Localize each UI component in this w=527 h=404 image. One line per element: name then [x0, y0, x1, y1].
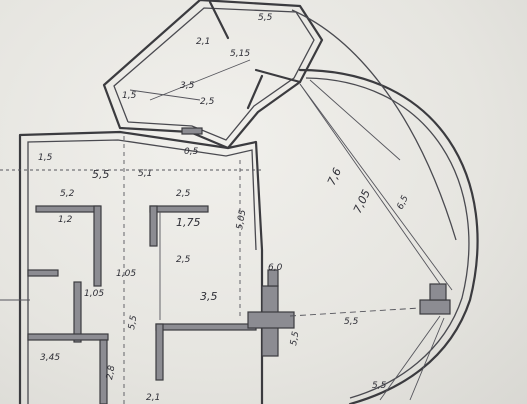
wall-main-block	[18, 130, 264, 404]
wall-main-block-inner	[27, 139, 257, 404]
label-center-e: 3,5	[200, 290, 218, 303]
partition-center-bottom	[155, 323, 257, 331]
partition-upper-2	[254, 68, 302, 84]
wall-upper-wing	[102, 0, 324, 150]
label-left-b: 1,2	[58, 215, 73, 225]
label-bottom-c: 5,5	[127, 314, 139, 330]
label-right-d: 5,05	[235, 209, 248, 231]
label-center-f: 1,05	[116, 269, 136, 279]
dim-radial-5	[409, 317, 445, 401]
label-top-room-d: 3,5	[180, 81, 195, 91]
label-bottom-e: 2,8	[105, 364, 117, 380]
dim-radial-4	[379, 315, 441, 401]
column-top	[267, 269, 279, 287]
partition-center-left	[149, 205, 158, 247]
wall-curved-room	[298, 68, 479, 404]
partition-left-3	[99, 339, 108, 404]
wall-upper-wing-inner	[113, 7, 315, 141]
label-misc-d: 5,5	[289, 330, 301, 346]
column-right	[419, 299, 451, 315]
label-right-b: 7,05	[351, 188, 373, 216]
dim-upper-b	[149, 59, 251, 101]
partition-center-lower	[155, 323, 164, 381]
partition-upper-3	[246, 74, 264, 110]
label-top-room-f: 1,5	[122, 91, 137, 101]
door-upper	[181, 127, 203, 135]
label-bottom-b: 5,5	[372, 381, 387, 391]
label-misc-b: 1,05	[84, 289, 104, 299]
label-right-c: 6,5	[396, 194, 411, 211]
partition-left-bottom	[27, 333, 109, 341]
wall-curved-room-inner	[305, 77, 470, 399]
column-cross-h	[247, 311, 295, 329]
label-misc-a: 0,5	[184, 147, 199, 157]
label-top-room-b: 5,5	[258, 13, 273, 23]
label-left-top: 5,5	[92, 168, 110, 181]
partition-center-top	[149, 205, 209, 213]
partition-left-mid	[27, 269, 59, 277]
partition-left-2	[73, 281, 82, 343]
label-right-a: 7,6	[325, 166, 344, 187]
label-center-c: 1,75	[176, 216, 201, 229]
partition-upper-1	[208, 0, 230, 40]
label-center-d: 2,5	[176, 255, 191, 265]
label-bottom-d: 3,45	[40, 353, 60, 363]
label-top-room-c: 5,15	[230, 49, 250, 59]
dim-radial-3	[309, 79, 401, 161]
label-center-a: 2,5	[176, 189, 191, 199]
column-right-top	[429, 283, 447, 301]
dim-upper-a	[129, 89, 201, 101]
label-right-e: 5,5	[344, 317, 359, 327]
label-bottom-a: 2,1	[146, 393, 160, 403]
dim-radial-1	[299, 83, 441, 285]
label-left-mid: 5,2	[60, 189, 75, 199]
label-left-c: 1,5	[38, 153, 53, 163]
partition-left-vertical	[93, 205, 102, 287]
dim-horizontal	[289, 307, 421, 317]
label-top-room-e: 2,5	[200, 97, 215, 107]
dim-radial-2	[299, 83, 453, 291]
curve-construction-line	[291, 9, 457, 241]
label-center-b: 5,1	[138, 169, 152, 179]
label-top-room-a: 2,1	[196, 37, 210, 47]
partition-left-top	[35, 205, 101, 213]
label-misc-c: 6,0	[268, 263, 283, 273]
